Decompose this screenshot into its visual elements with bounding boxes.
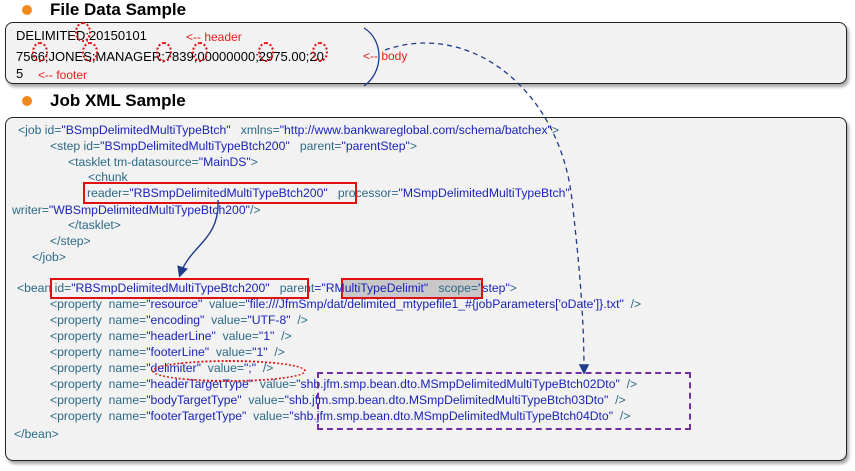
xml-property-line: <property name="resource" value="file://…: [50, 297, 642, 311]
job-section-title: Job XML Sample: [22, 91, 186, 111]
xml-chunk-open: <chunk: [88, 170, 128, 184]
delimiter-marker: [192, 42, 208, 62]
xml-step-open: <step id="BSmpDelimitedMultiTypeBtch200"…: [50, 139, 417, 153]
xml-tasklet-open: <tasklet tm-datasource="MainDS">: [68, 155, 258, 169]
xml-property-line: <property name="footerTargetType" value=…: [50, 409, 631, 423]
file-data-panel: DELIMITED;20150101 7566;JONES;MANAGER;78…: [5, 22, 847, 84]
file-section-title: File Data Sample: [22, 0, 186, 20]
delimiter-property-marker: [152, 360, 306, 382]
delimiter-marker: [156, 42, 172, 62]
delimiter-marker: [82, 42, 98, 62]
xml-bean-close: </bean>: [14, 427, 59, 441]
body-annotation: <-- body: [363, 49, 408, 63]
xml-job-open: <job id="BSmpDelimitedMultiTypeBtch" xml…: [18, 123, 559, 137]
delimiter-marker: [312, 42, 328, 62]
file-section-title-text: File Data Sample: [50, 0, 187, 19]
bullet-icon: [22, 5, 32, 15]
delimiter-marker: [75, 22, 91, 42]
job-section-title-text: Job XML Sample: [50, 91, 186, 110]
bean-id-highlight-box: [50, 278, 309, 299]
xml-property-line: <property name="headerTargetType" value=…: [50, 377, 638, 391]
xml-job-close: </job>: [32, 250, 66, 264]
file-footer-line: 5: [16, 66, 24, 81]
xml-property-line: <property name="footerLine" value="1" />: [50, 345, 285, 359]
xml-chunk-writer-line: writer="WBSmpDelimitedMultiTypeBtch200"/…: [12, 203, 261, 217]
footer-annotation: <-- footer: [38, 68, 88, 82]
xml-property-line: <property name="bodyTargetType" value="s…: [50, 393, 626, 407]
xml-property-line: <property name="headerLine" value="1" />: [50, 329, 292, 343]
xml-property-line: <property name="encoding" value="UTF-8" …: [50, 313, 308, 327]
xml-step-close: </step>: [50, 234, 91, 248]
delimiter-marker: [32, 42, 48, 62]
xml-tasklet-close: </tasklet>: [68, 218, 121, 232]
header-annotation: <-- header: [186, 30, 242, 44]
bullet-icon: [22, 96, 32, 106]
target-types-highlight-box: [317, 372, 691, 430]
reader-highlight-box: [83, 182, 357, 204]
delimiter-marker: [258, 42, 274, 62]
